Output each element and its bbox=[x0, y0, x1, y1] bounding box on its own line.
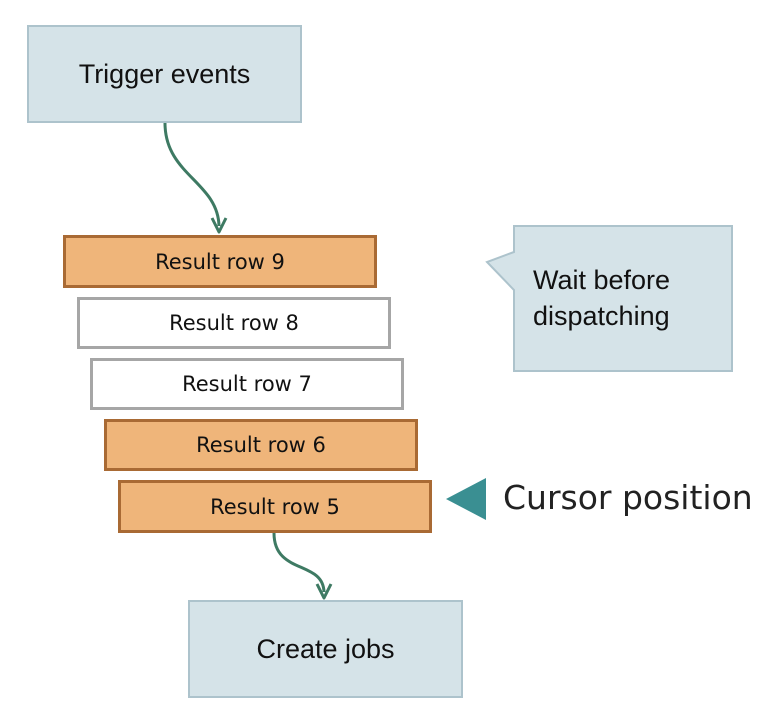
cursor-pointer-icon bbox=[446, 478, 486, 520]
result-row-6: Result row 6 bbox=[104, 419, 418, 471]
result-row-label: Result row 9 bbox=[155, 249, 285, 274]
result-row-9: Result row 9 bbox=[63, 235, 377, 288]
result-row-label: Result row 7 bbox=[182, 372, 312, 396]
arrow-trigger-to-queue bbox=[163, 122, 221, 227]
result-row-7: Result row 7 bbox=[90, 358, 404, 410]
result-row-8: Result row 8 bbox=[77, 297, 391, 349]
result-row-label: Result row 5 bbox=[210, 494, 340, 519]
create-jobs-label: Create jobs bbox=[256, 633, 395, 664]
arrowhead-down-icon bbox=[315, 583, 333, 600]
create-jobs-node: Create jobs bbox=[188, 600, 463, 698]
result-row-label: Result row 6 bbox=[196, 433, 326, 457]
result-row-label: Result row 8 bbox=[169, 311, 299, 335]
callout-bubble bbox=[485, 225, 733, 372]
result-row-5: Result row 5 bbox=[118, 480, 432, 533]
trigger-events-label: Trigger events bbox=[78, 58, 251, 89]
arrowhead-down-icon bbox=[210, 217, 228, 234]
arrow-queue-to-jobs bbox=[272, 532, 326, 593]
cursor-position-label: Cursor position bbox=[503, 478, 753, 517]
trigger-events-node: Trigger events bbox=[27, 25, 302, 123]
callout-text: Wait before dispatching bbox=[533, 265, 671, 331]
